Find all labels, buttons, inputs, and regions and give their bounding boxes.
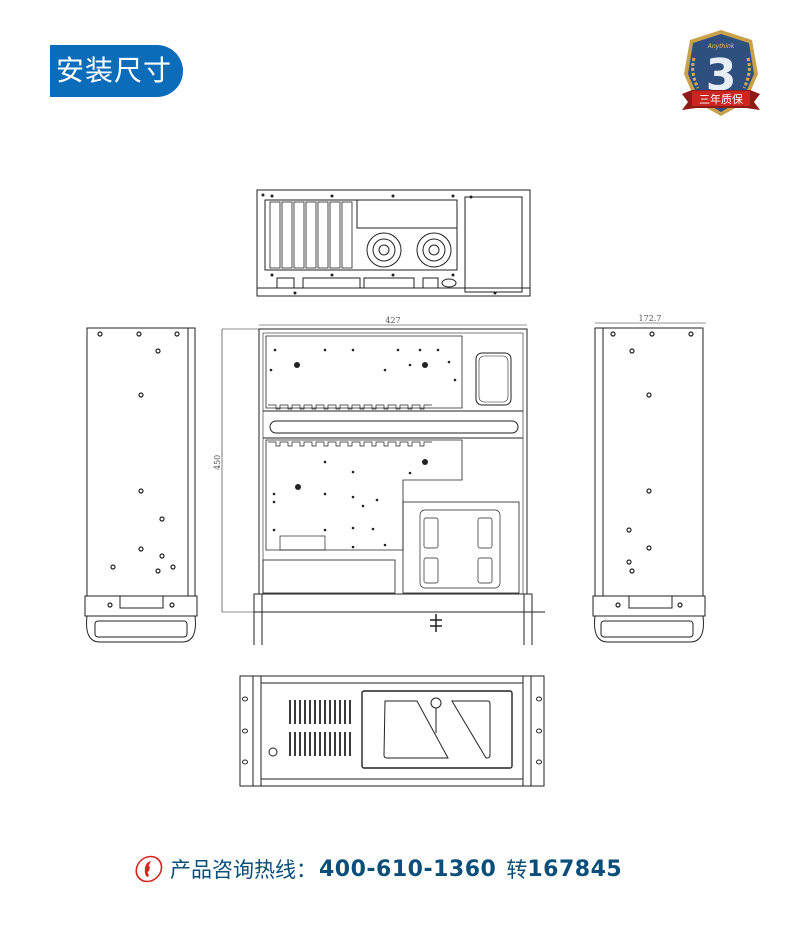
top-view: 427 450 [213,316,545,645]
badge-brand: Anythink [707,43,735,50]
extension-label: 转 [506,858,528,882]
badge-ribbon: 三年质保 [699,92,743,106]
left-side-view [84,327,198,643]
front-view [239,675,545,787]
rear-view [256,189,531,297]
hotline-bar: 产品咨询热线： 400-610-1360 转 167845 [134,852,622,886]
right-side-view: 172.7 [592,314,706,643]
dimension-width: 427 [385,316,400,325]
extension-number: 167845 [527,856,623,882]
section-title: 安装尺寸 [50,45,183,97]
hotline-label: 产品咨询热线： [170,858,317,882]
dimension-height: 172.7 [639,314,662,323]
warranty-shield-icon: Anythink 3 三年质保 [682,30,760,116]
hotline-number[interactable]: 400-610-1360 [319,856,497,882]
dimension-depth: 450 [213,455,222,470]
phone-icon [135,855,163,883]
